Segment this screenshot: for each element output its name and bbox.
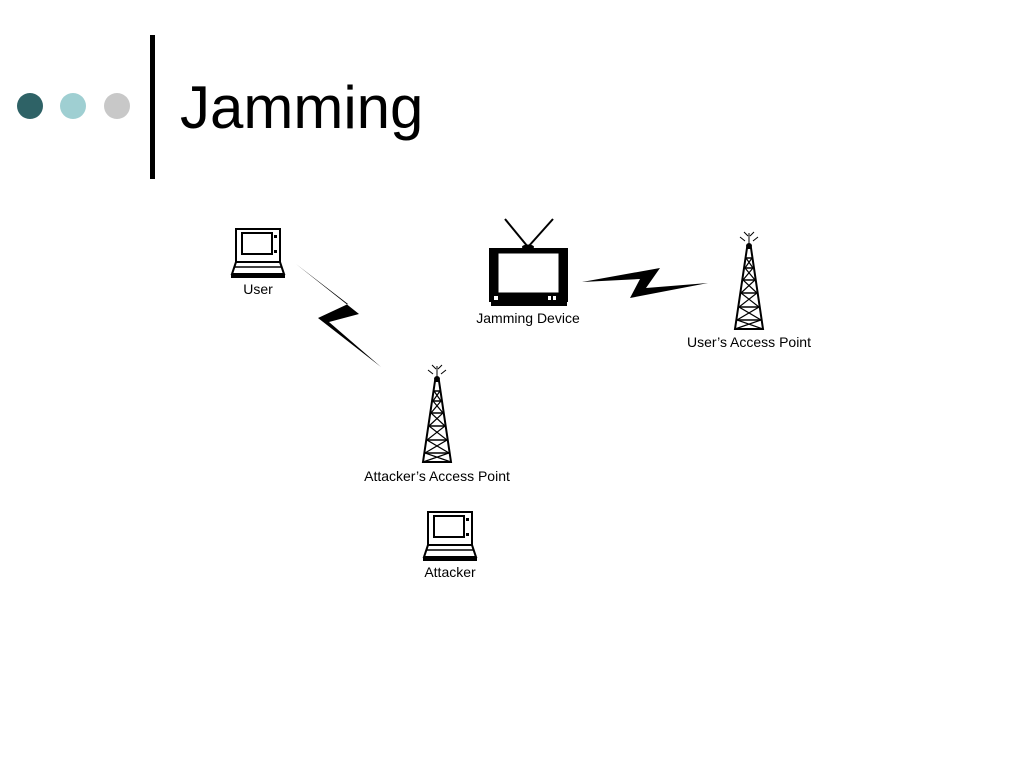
- bullet-dot-dark: [17, 93, 43, 119]
- radio-tower-icon: [422, 364, 452, 463]
- node-label-jamming-device: Jamming Device: [476, 310, 580, 326]
- bullet-dot-gray: [104, 93, 130, 119]
- slide-title: Jamming: [180, 74, 424, 141]
- tv-icon: [489, 218, 568, 306]
- node-label-user: User: [243, 281, 273, 297]
- lightning-bolt-link: [296, 264, 381, 367]
- node-label-attackers-access-point: Attacker’s Access Point: [364, 468, 510, 484]
- node-label-attacker: Attacker: [424, 564, 476, 580]
- lightning-bolt-link: [582, 268, 708, 298]
- laptop-icon: [230, 228, 286, 279]
- bullet-dot-teal: [60, 93, 86, 119]
- title-divider: [150, 35, 155, 179]
- radio-tower-icon: [734, 231, 764, 330]
- node-label-users-access-point: User’s Access Point: [687, 334, 811, 350]
- laptop-icon: [422, 511, 478, 562]
